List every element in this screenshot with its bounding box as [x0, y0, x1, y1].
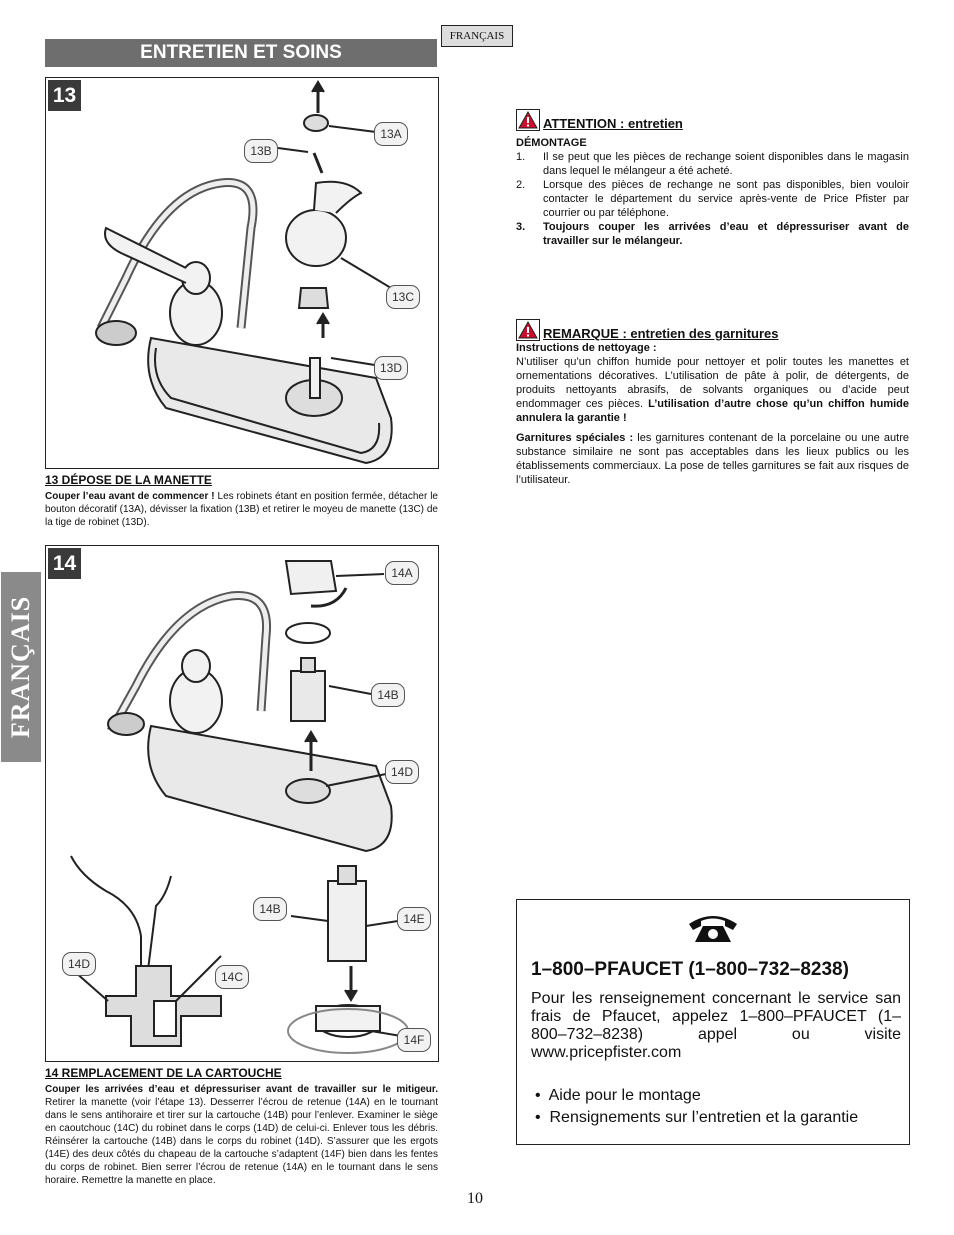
callout-13c: 13C [386, 285, 420, 309]
attention-block: ATTENTION : entretien DÉMONTAGE 1.Il se … [516, 109, 909, 248]
contact-text: Pour les renseignement concernant le ser… [531, 990, 901, 1061]
attention-item-3: 3.Toujours couper les arrivées d’eau et … [516, 221, 909, 247]
contact-bullet-1: • Aide pour le montage [535, 1087, 701, 1104]
callout-14a: 14A [385, 561, 419, 585]
figure-13-caption-text: Les robinets étant en position fermée, d… [45, 491, 438, 528]
callout-14b-detail: 14B [253, 897, 287, 921]
side-language-tab: FRANÇAIS [1, 572, 41, 762]
figure-13-caption-bold: Couper l’eau avant de commencer ! [45, 491, 215, 502]
contact-bullet-2: • Rensignements sur l’entretien et la ga… [535, 1109, 859, 1126]
callout-13d: 13D [374, 356, 408, 380]
figure-14-caption-text: Retirer la manette (voir l’étape 13). De… [45, 1097, 438, 1186]
figure-14-caption: Couper les arrivées d’eau et dépressuris… [45, 1083, 438, 1187]
figure-14-number: 14 [48, 548, 81, 579]
attention-item-1: 1.Il se peut que les pièces de rechange … [516, 151, 909, 177]
telephone-icon [689, 916, 737, 942]
figure-13-number: 13 [48, 80, 81, 111]
remarque-subtitle: Instructions de nettoyage : [516, 342, 657, 354]
remarque-title: REMARQUE : entretien des garnitures [543, 326, 779, 341]
page-number: 10 [467, 1190, 483, 1207]
side-tab-label: FRANÇAIS [6, 595, 35, 739]
faucet-illustration-13 [95, 80, 393, 465]
figure-13: 13 [45, 77, 439, 469]
section-title: ENTRETIEN ET SOINS [45, 39, 437, 67]
attention-item-2: 2.Lorsque des pièces de rechange ne sont… [516, 179, 909, 219]
cartridge-illustration-14 [65, 560, 409, 1054]
figure-14-caption-bold: Couper les arrivées d’eau et dépressuris… [45, 1084, 438, 1095]
figure-13-caption-title: 13 DÉPOSE DE LA MANETTE [45, 473, 212, 487]
figure-14: 14 [45, 545, 439, 1062]
warning-icon [516, 319, 540, 341]
callout-14b: 14B [371, 683, 405, 707]
contact-box: 1–800–PFAUCET (1–800–732–8238) Pour les … [516, 899, 910, 1145]
callout-13a: 13A [374, 122, 408, 146]
language-tag: FRANÇAIS [441, 25, 513, 47]
callout-14d-detail: 14D [62, 952, 96, 976]
attention-title: ATTENTION : entretien [543, 116, 683, 131]
warning-icon [516, 109, 540, 131]
attention-subtitle: DÉMONTAGE [516, 137, 587, 149]
callout-14d: 14D [385, 760, 419, 784]
figure-14-caption-title: 14 REMPLACEMENT DE LA CARTOUCHE [45, 1066, 282, 1080]
remarque-paragraph-1: N’utiliser qu’un chiffon humide pour net… [516, 356, 909, 424]
phone-number-heading: 1–800–PFAUCET (1–800–732–8238) [531, 959, 849, 980]
callout-14f: 14F [397, 1028, 431, 1052]
remarque-block: REMARQUE : entretien des garnitures Inst… [516, 319, 909, 487]
figure-13-caption: Couper l’eau avant de commencer ! Les ro… [45, 490, 438, 529]
remarque-paragraph-2: Garnitures spéciales : les garnitures co… [516, 432, 909, 486]
callout-14e: 14E [397, 907, 431, 931]
callout-14c: 14C [215, 965, 249, 989]
callout-13b: 13B [244, 139, 278, 163]
